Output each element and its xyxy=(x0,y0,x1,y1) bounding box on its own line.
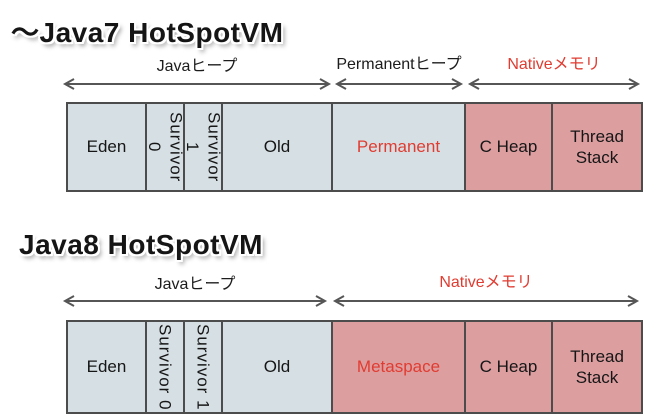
java7-permanent-box: Permanent xyxy=(333,104,466,190)
java7-eden-box: Eden xyxy=(68,104,147,190)
java8-java-heap-arrow xyxy=(62,295,328,307)
java8-title: Java8 HotSpotVM xyxy=(19,229,263,260)
java8-memory-row: Eden Survivor 0 Survivor 1 Old Metaspace… xyxy=(66,320,643,414)
java7-memory-row: Eden Survivor 0 Survivor 1 Old Permanent… xyxy=(66,102,643,192)
java8-eden-box: Eden xyxy=(68,322,147,412)
java8-native-memory-label: Nativeメモリ xyxy=(439,274,533,291)
java8-java-heap-label: Javaヒープ xyxy=(154,276,236,293)
java8-c-heap-box: C Heap xyxy=(466,322,553,412)
java8-native-memory-arrow xyxy=(332,295,640,307)
java8-thread-stack-box: Thread Stack xyxy=(553,322,641,412)
java7-java-heap-label: Javaヒープ xyxy=(156,58,238,75)
java8-metaspace-box: Metaspace xyxy=(333,322,466,412)
java7-survivor1-box: Survivor 1 xyxy=(183,104,223,190)
java7-native-memory-label: Nativeメモリ xyxy=(507,56,601,73)
java7-c-heap-box: C Heap xyxy=(466,104,553,190)
java7-permanent-heap-arrow xyxy=(334,78,464,90)
java7-java-heap-arrow xyxy=(62,78,332,90)
java8-survivor1-box: Survivor 1 xyxy=(185,322,223,412)
java7-old-box: Old xyxy=(223,104,333,190)
java7-native-memory-arrow xyxy=(467,78,641,90)
java7-thread-stack-box: Thread Stack xyxy=(553,104,641,190)
java7-title: ～Java7 HotSpotVM xyxy=(11,17,284,48)
java8-survivor0-box: Survivor 0 xyxy=(147,322,185,412)
java7-survivor0-box: Survivor 0 xyxy=(145,104,185,190)
java8-old-box: Old xyxy=(223,322,333,412)
java7-permanent-heap-label: Permanentヒープ xyxy=(336,56,462,73)
